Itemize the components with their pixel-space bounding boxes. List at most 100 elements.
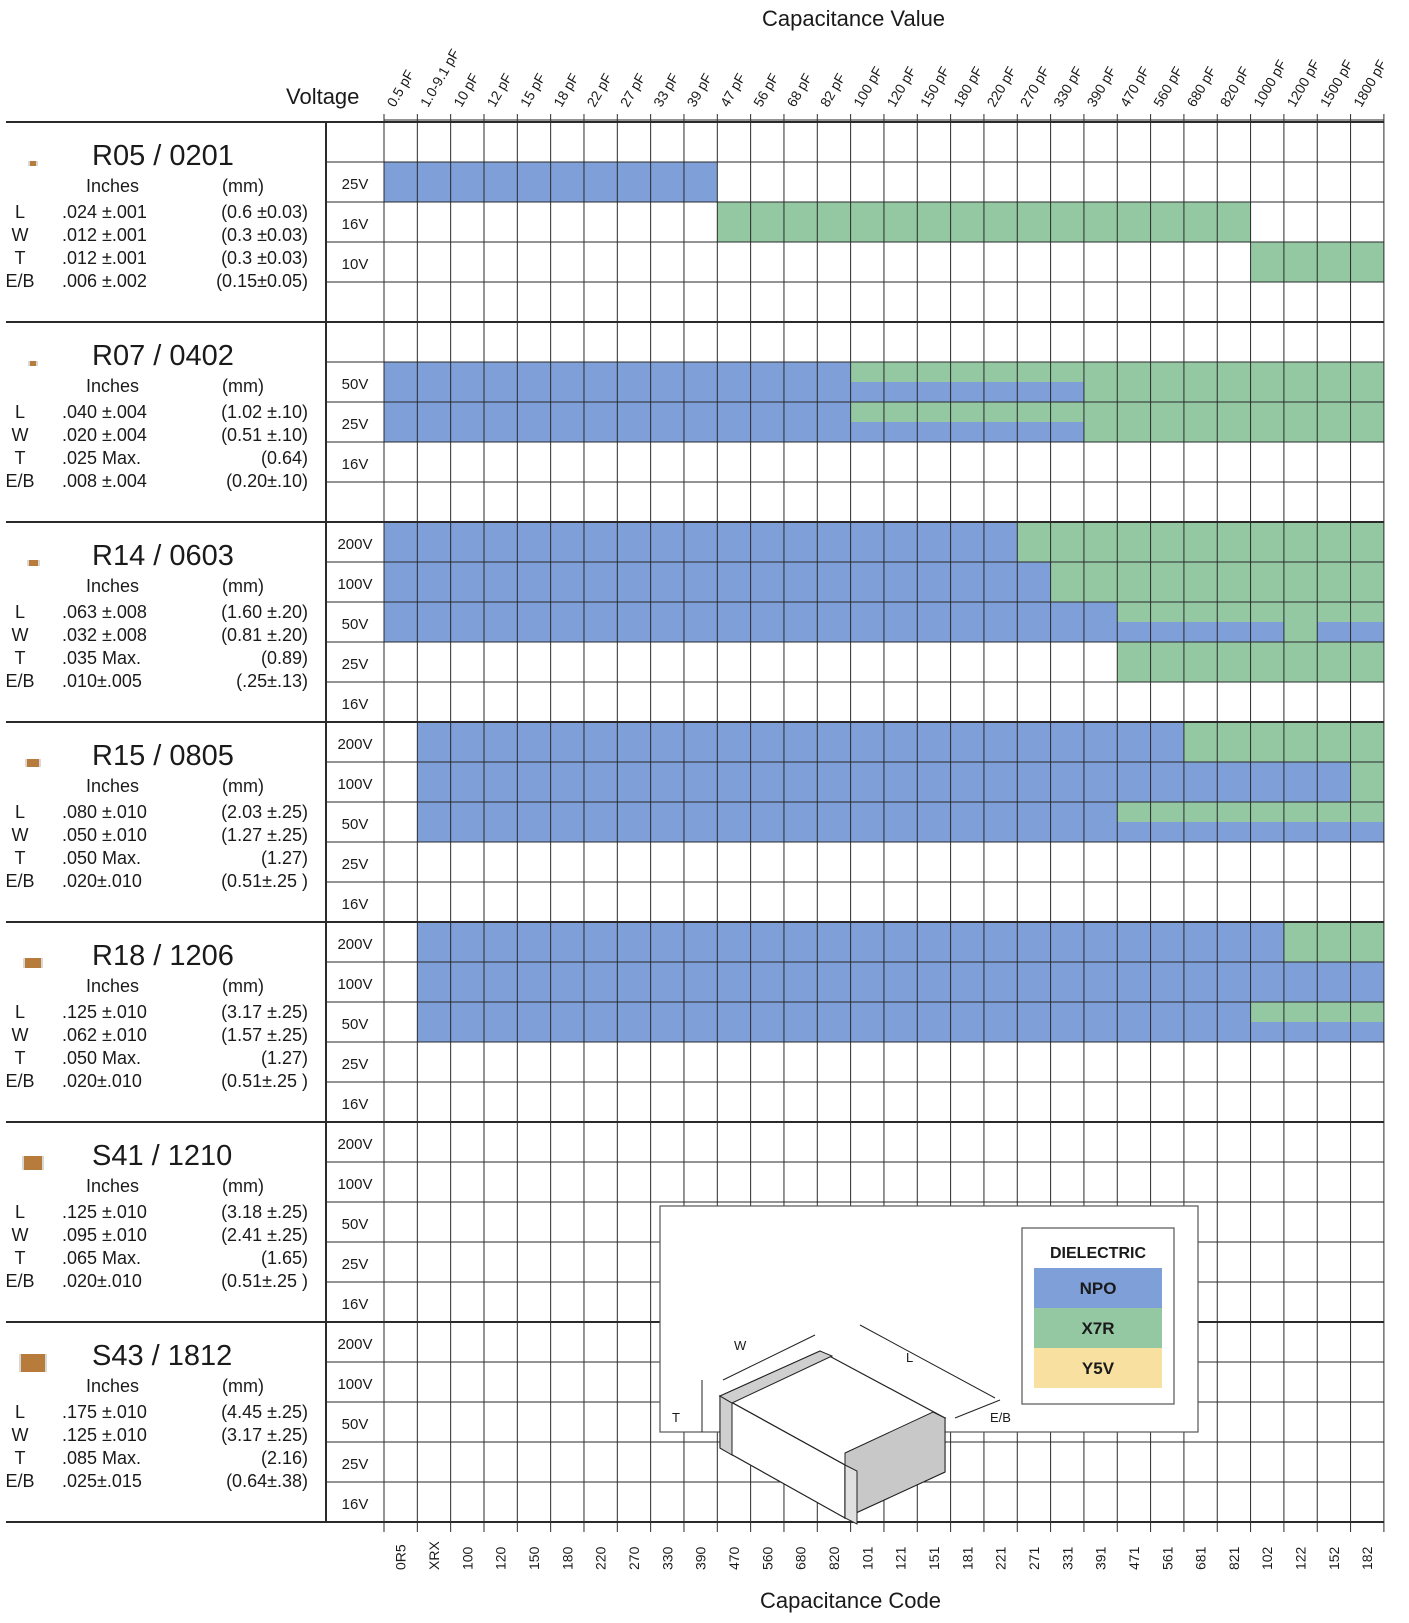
capacitance-code-label: 270 <box>626 1546 642 1570</box>
capacitance-code-label: 220 <box>593 1546 609 1570</box>
dim-inches: .175 ±.010 <box>62 1402 147 1422</box>
legend-label-npo: NPO <box>1080 1279 1117 1298</box>
l-label: L <box>906 1350 913 1365</box>
capacitance-value-label: 120 pF <box>883 64 919 110</box>
capacitance-value-label: 270 pF <box>1017 64 1053 110</box>
capacitance-value-label: 18 pF <box>550 70 582 109</box>
npo-fill <box>384 522 1018 562</box>
capacitance-value-label: 680 pF <box>1183 64 1219 110</box>
package-name: R07 / 0402 <box>92 340 234 372</box>
x7r-fill <box>1083 362 1384 402</box>
legend-label-y5v: Y5V <box>1082 1359 1115 1378</box>
capacitance-code-label: 331 <box>1059 1546 1075 1570</box>
dim-symbol: E/B <box>5 671 35 691</box>
dim-inches: .025±.015 <box>62 1471 142 1491</box>
legend-label-x7r: X7R <box>1081 1319 1114 1338</box>
chip-icon <box>28 360 38 366</box>
dim-mm: (0.89) <box>260 648 308 668</box>
dim-inches: .080 ±.010 <box>62 802 147 822</box>
chip-icon <box>25 759 41 767</box>
mm-heading: (mm) <box>222 176 264 196</box>
voltage-row-label: 200V <box>337 936 372 953</box>
voltage-row-label: 16V <box>342 456 369 473</box>
capacitance-value-label: 180 pF <box>950 64 986 110</box>
capacitance-code-label: 681 <box>1193 1546 1209 1570</box>
npo-fill <box>850 422 1084 442</box>
dim-mm: (1.02 ±.10) <box>221 402 308 422</box>
capacitance-value-title: Capacitance Value <box>762 6 946 31</box>
x7r-fill <box>1283 922 1384 962</box>
capacitance-code-label: 152 <box>1326 1546 1342 1570</box>
x7r-fill <box>1117 602 1284 622</box>
dim-inches: .012 ±.001 <box>62 248 147 268</box>
inches-heading: Inches <box>86 576 140 596</box>
dim-symbol: W <box>11 1425 29 1445</box>
capacitance-code-label: 122 <box>1293 1546 1309 1570</box>
capacitance-value-label: 10 pF <box>450 70 482 109</box>
inches-heading: Inches <box>86 1376 140 1396</box>
voltage-row-label: 200V <box>337 536 372 553</box>
capacitance-value-label: 390 pF <box>1083 64 1119 110</box>
capacitance-code-label: XRX <box>426 1541 442 1570</box>
voltage-row-label: 25V <box>342 1256 369 1273</box>
dim-mm: (0.3 ±0.03) <box>221 225 308 245</box>
capacitance-code-label: 561 <box>1159 1546 1175 1570</box>
x7r-fill <box>1083 402 1384 442</box>
dim-mm: (0.64) <box>260 448 308 468</box>
dim-symbol: T <box>14 448 26 468</box>
dim-symbol: L <box>14 202 25 222</box>
l-dimension-line <box>859 1324 996 1399</box>
voltage-row-label: 25V <box>342 656 369 673</box>
t-label: T <box>672 1410 680 1425</box>
capacitance-value-label: 15 pF <box>517 70 549 109</box>
inches-heading: Inches <box>86 176 140 196</box>
capacitance-value-label: 560 pF <box>1150 64 1186 110</box>
dim-mm: (2.16) <box>260 1448 308 1468</box>
dim-symbol: T <box>14 1248 26 1268</box>
chip-icon <box>22 1156 44 1170</box>
voltage-row-label: 100V <box>337 1176 372 1193</box>
dim-symbol: L <box>14 1002 25 1022</box>
capacitance-code-label: 101 <box>859 1546 875 1570</box>
dim-mm: (0.20±.10) <box>226 471 308 491</box>
eb-dimension-line <box>954 1399 1001 1419</box>
terminal-left <box>719 1395 733 1456</box>
terminal-left-top <box>718 1350 834 1404</box>
dim-inches: .020 ±.004 <box>62 425 147 445</box>
dim-symbol: L <box>14 1202 25 1222</box>
capacitance-value-label: 27 pF <box>617 70 649 109</box>
dim-symbol: T <box>14 848 26 868</box>
voltage-row-label: 16V <box>342 896 369 913</box>
dim-mm: (1.27 ±.25) <box>221 825 308 845</box>
dim-symbol: W <box>11 825 29 845</box>
capacitance-value-label: 330 pF <box>1050 64 1086 110</box>
voltage-row-label: 200V <box>337 736 372 753</box>
dim-mm: (1.60 ±.20) <box>221 602 308 622</box>
capacitance-value-label: 150 pF <box>917 64 953 110</box>
capacitance-code-label: 151 <box>926 1546 942 1570</box>
dim-symbol: E/B <box>5 871 35 891</box>
inches-heading: Inches <box>86 1176 140 1196</box>
mm-heading: (mm) <box>222 576 264 596</box>
dim-inches: .125 ±.010 <box>62 1002 147 1022</box>
legend-swatch-x7r <box>1034 1308 1162 1348</box>
dim-symbol: E/B <box>5 1071 35 1091</box>
capacitance-value-label: 0.5 pF <box>383 67 417 109</box>
npo-fill <box>417 802 1118 842</box>
dim-inches: .012 ±.001 <box>62 225 147 245</box>
dim-symbol: L <box>14 402 25 422</box>
capacitance-code-label: 221 <box>993 1546 1009 1570</box>
dim-mm: (4.45 ±.25) <box>221 1402 308 1422</box>
dim-mm: (0.51±.25 ) <box>221 871 308 891</box>
voltage-row-label: 25V <box>342 176 369 193</box>
voltage-row-label: 200V <box>337 1136 372 1153</box>
capacitance-code-label: 100 <box>459 1546 475 1570</box>
voltage-row-label: 16V <box>342 1496 369 1513</box>
package-name: R14 / 0603 <box>92 540 234 572</box>
voltage-row-label: 16V <box>342 216 369 233</box>
dim-mm: (2.41 ±.25) <box>221 1225 308 1245</box>
voltage-row-label: 50V <box>342 616 369 633</box>
capacitance-value-label: 56 pF <box>750 70 782 109</box>
capacitance-code-label: 471 <box>1126 1546 1142 1570</box>
